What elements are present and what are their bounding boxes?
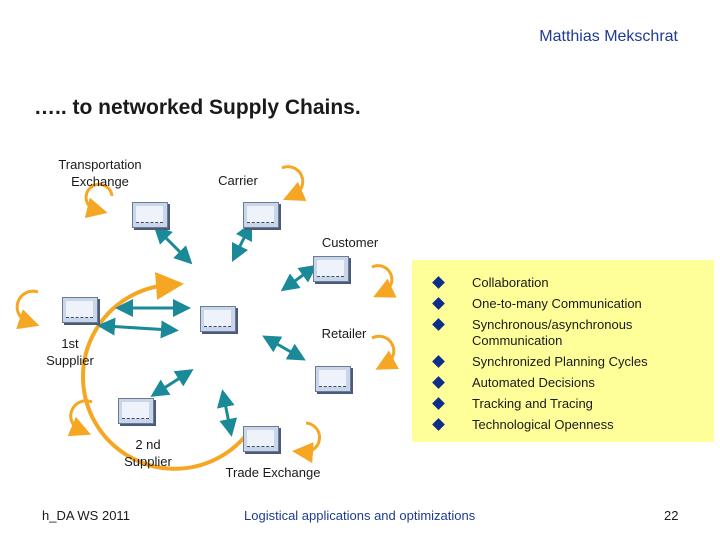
list-item: Automated Decisions <box>430 375 710 391</box>
page-number: 22 <box>664 508 679 523</box>
footer-course: h_DA WS 2011 <box>42 508 130 523</box>
bullet-diamond-icon <box>432 276 445 289</box>
node-carrier: Carrier <box>218 173 258 188</box>
link-arrow <box>231 221 253 263</box>
bullet-diamond-icon <box>432 355 445 368</box>
bullet-diamond-icon <box>432 397 445 410</box>
link-arrow <box>216 389 238 437</box>
computer-monitor-icon <box>132 202 168 228</box>
computer-monitor-icon <box>243 426 279 452</box>
node-customer: Customer <box>321 235 379 250</box>
list-item: Synchronous/asynchronous Communication <box>430 317 710 349</box>
cycle-arrow-icon <box>292 421 322 464</box>
cycle-arrow-icon <box>15 289 40 330</box>
cycle-arrow-icon <box>84 182 114 219</box>
cycle-arrow-icon <box>67 399 93 437</box>
link-arrow <box>262 335 306 361</box>
node-trade-exchange: Trade Exchange <box>225 465 321 480</box>
node-1st-supplier: 1st Supplier <box>46 336 94 368</box>
feature-list: Collaboration One-to-many Communication … <box>430 275 710 438</box>
computer-monitor-icon <box>243 202 279 228</box>
features-note <box>412 260 714 442</box>
node-transportation-exchange: Transportation Exchange <box>58 157 142 189</box>
cycle-arrow-icon <box>371 334 399 370</box>
computer-monitor-icon <box>315 366 351 392</box>
bullet-diamond-icon <box>432 318 445 331</box>
link-arrow <box>97 317 179 339</box>
list-item: Synchronized Planning Cycles <box>430 354 710 370</box>
node-2nd-supplier: 2 nd Supplier <box>124 437 172 469</box>
bullet-diamond-icon <box>432 376 445 389</box>
cycle-arrow-icon <box>371 264 397 298</box>
cycle-arrow-icon <box>281 165 307 201</box>
bullet-diamond-icon <box>432 418 445 431</box>
author-name: Matthias Mekschrat <box>539 28 678 45</box>
link-arrow <box>150 369 194 397</box>
slide-title: ….. to networked Supply Chains. <box>34 96 361 119</box>
link-arrow <box>153 225 193 265</box>
bullet-diamond-icon <box>432 297 445 310</box>
list-item: One-to-many Communication <box>430 296 710 312</box>
link-arrow <box>280 264 318 292</box>
node-retailer: Retailer <box>321 326 367 341</box>
list-item: Technological Openness <box>430 417 710 433</box>
computer-monitor-icon <box>62 297 98 323</box>
computer-monitor-icon <box>118 398 154 424</box>
list-item: Collaboration <box>430 275 710 291</box>
footer-lecture-title: Logistical applications and optimization… <box>244 508 476 523</box>
computer-monitor-icon <box>313 256 349 282</box>
list-item: Tracking and Tracing <box>430 396 710 412</box>
computer-monitor-icon <box>200 306 236 332</box>
